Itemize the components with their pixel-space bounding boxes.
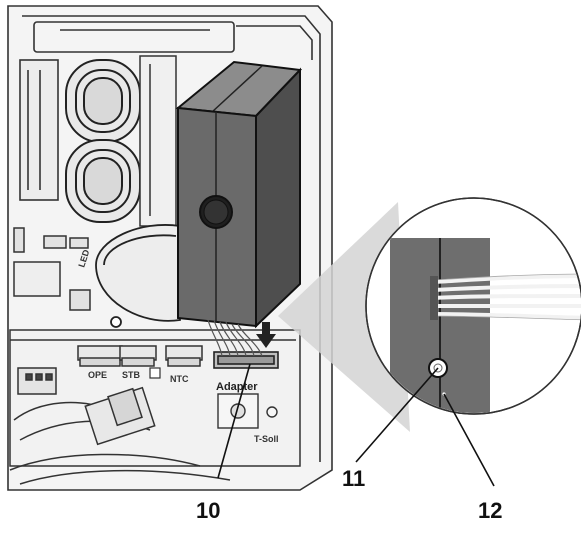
jumper-box	[149, 367, 161, 379]
leader-11	[355, 367, 439, 463]
led-opening	[95, 224, 181, 328]
module-side-face	[255, 67, 301, 329]
insert-arrow	[256, 322, 276, 348]
ribbon-wires	[207, 319, 263, 357]
callout-12: 12	[478, 498, 502, 523]
magnifier-detail	[365, 197, 581, 415]
callout-10: 10	[196, 498, 220, 523]
connector-ntc	[165, 345, 203, 367]
side-clips	[13, 227, 91, 311]
ntc-label: NTC	[170, 374, 189, 384]
zoom-wires	[433, 274, 581, 320]
oval-window-lower	[65, 139, 141, 223]
callout-11: 11	[342, 466, 365, 491]
sensor-module	[175, 60, 303, 329]
leader-lines	[217, 363, 495, 487]
connector-opd	[77, 345, 123, 367]
adapter-label: Adapter	[216, 381, 258, 393]
leader-12	[443, 393, 495, 487]
oval-window-upper	[65, 59, 141, 143]
stb-label: STB	[122, 370, 141, 380]
window-frame-right	[139, 55, 177, 227]
connector-stb	[119, 345, 157, 367]
opd-label: OPE	[88, 370, 107, 380]
tsoll-label: T-Soll	[254, 434, 279, 444]
leader-10	[217, 363, 251, 479]
bottom-mechanics	[9, 386, 231, 485]
